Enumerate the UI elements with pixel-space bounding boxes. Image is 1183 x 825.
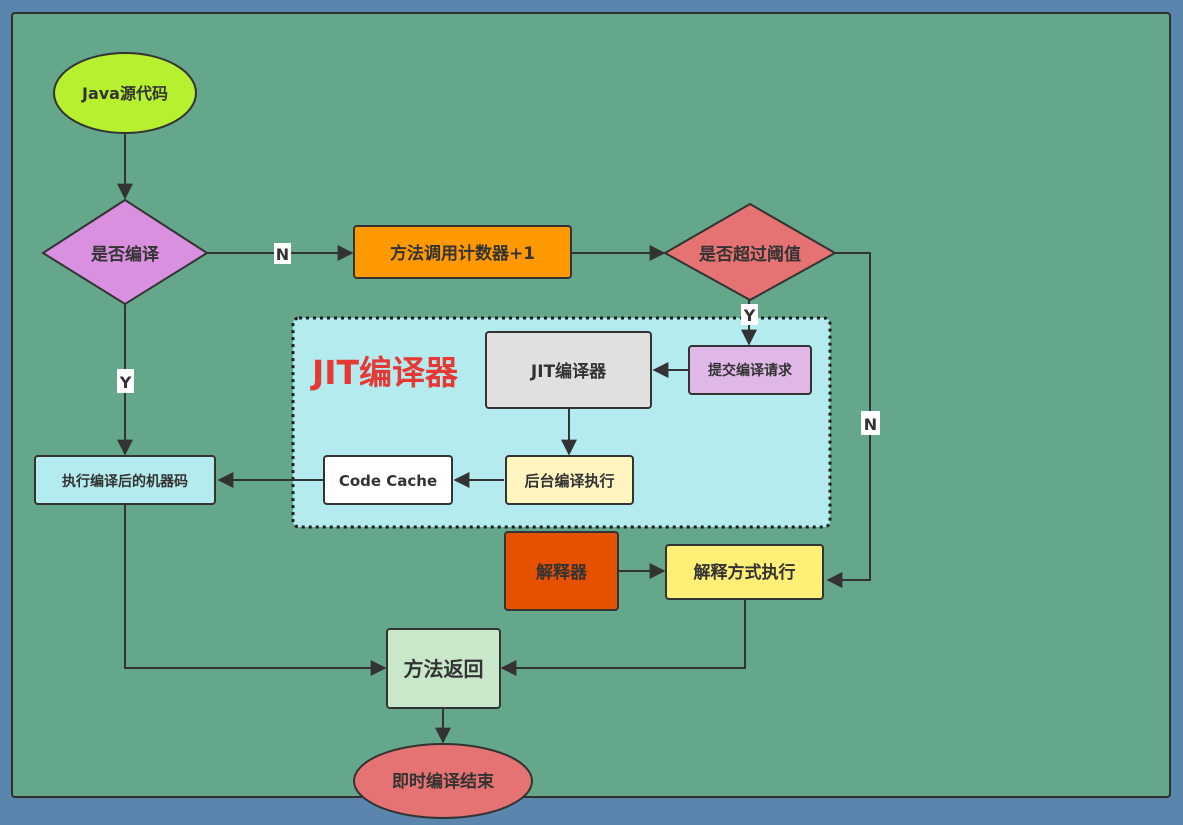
jit-region-title: JIT编译器 [310, 353, 459, 392]
edge-label-threshold-yes: Y [741, 304, 758, 325]
svg-text:提交编译请求: 提交编译请求 [708, 362, 793, 379]
svg-text:方法返回: 方法返回 [404, 657, 484, 681]
edge-label-threshold-no: N [861, 411, 880, 435]
svg-text:方法调用计数器+1: 方法调用计数器+1 [390, 243, 535, 264]
svg-text:Y: Y [743, 306, 756, 325]
node-code-cache: Code Cache [323, 455, 453, 505]
svg-text:JIT编译器: JIT编译器 [530, 361, 607, 382]
svg-text:Code Cache: Code Cache [339, 472, 437, 490]
node-exec-machine-code: 执行编译后的机器码 [34, 455, 216, 505]
node-threshold-decision: 是否超过阈值 [662, 202, 838, 302]
node-method-return: 方法返回 [386, 628, 501, 709]
node-background-compile: 后台编译执行 [505, 455, 634, 505]
svg-text:Java源代码: Java源代码 [81, 84, 168, 103]
svg-text:是否超过阈值: 是否超过阈值 [699, 244, 801, 265]
svg-text:后台编译执行: 后台编译执行 [524, 472, 614, 490]
svg-text:是否编译: 是否编译 [91, 244, 160, 265]
node-compile-decision: 是否编译 [41, 198, 209, 306]
svg-text:解释方式执行: 解释方式执行 [694, 562, 796, 583]
svg-text:Y: Y [119, 373, 132, 392]
node-java-source: Java源代码 [53, 52, 197, 134]
svg-text:即时编译结束: 即时编译结束 [392, 771, 494, 792]
svg-text:N: N [864, 415, 877, 434]
edge-label-compile-no: N [274, 243, 291, 264]
edge-label-compile-yes: Y [117, 369, 134, 393]
svg-text:N: N [276, 245, 289, 264]
node-submit-request: 提交编译请求 [688, 345, 812, 395]
edge-exec-to-return [124, 505, 387, 676]
node-method-counter: 方法调用计数器+1 [353, 225, 572, 279]
node-interpret-exec: 解释方式执行 [665, 544, 824, 600]
svg-text:执行编译后的机器码: 执行编译后的机器码 [62, 473, 188, 490]
svg-text:解释器: 解释器 [536, 562, 588, 583]
node-end: 即时编译结束 [353, 743, 533, 819]
node-interpreter: 解释器 [504, 531, 619, 611]
edge-interpret-to-return [500, 600, 746, 676]
node-jit-compiler: JIT编译器 [485, 331, 652, 409]
